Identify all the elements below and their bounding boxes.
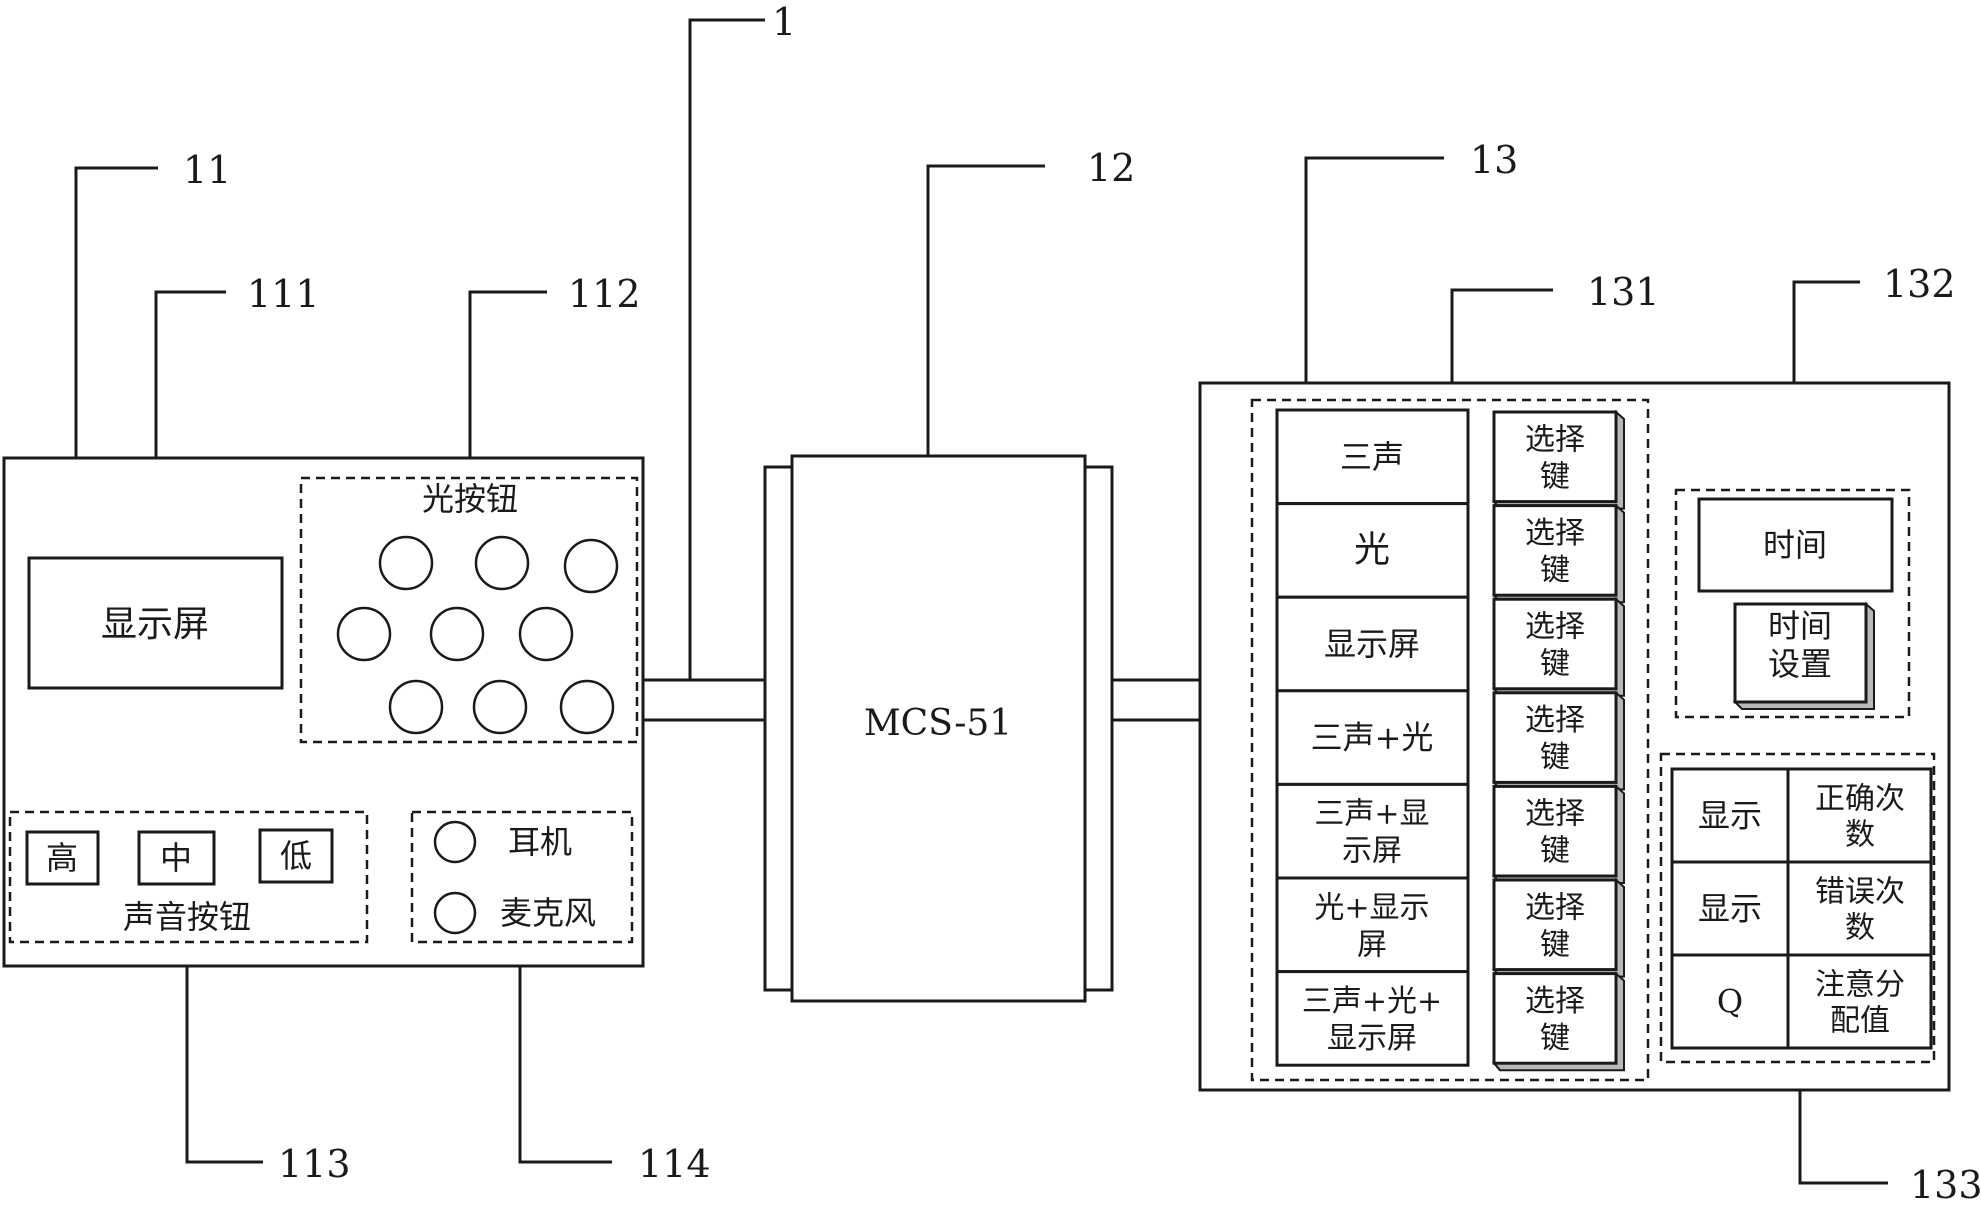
select-key-label: 键 — [1540, 647, 1570, 682]
select-key-label: 选择 — [1525, 516, 1585, 551]
ref-label-11: 11 — [183, 148, 231, 192]
select-key-label: 选择 — [1525, 797, 1585, 832]
ref-label-111: 111 — [247, 272, 320, 316]
result-field-value: 数 — [1845, 818, 1875, 853]
training-panel: 三声选择键光选择键显示屏选择键三声+光选择键三声+显示屏选择键光+显示屏选择键三… — [1200, 383, 1949, 1090]
mode-option-label: 三声+显 — [1314, 797, 1429, 832]
ref-label-132: 132 — [1883, 262, 1956, 306]
input-device: 显示屏 光按钮 高 中 低 声音按钮 耳机 麦克风 — [4, 458, 643, 966]
controller-chip: MCS-51 — [765, 456, 1112, 1001]
result-field-value: 正确次 — [1815, 782, 1905, 817]
leader-13: 13 — [1306, 138, 1518, 383]
sound-button-mid-label: 中 — [160, 839, 192, 877]
ref-label-1: 1 — [772, 0, 796, 44]
light-buttons-label: 光按钮 — [422, 480, 518, 518]
result-field-value: 错误次 — [1815, 875, 1905, 910]
sound-buttons-label: 声音按钮 — [123, 898, 251, 936]
time-setting-key-label-line1: 时间 — [1768, 607, 1832, 645]
mode-option-label: 三声 — [1340, 438, 1404, 476]
time-setting-key-label-line2: 设置 — [1768, 645, 1832, 683]
ref-label-13: 13 — [1470, 138, 1518, 182]
select-key-label: 键 — [1540, 1021, 1570, 1056]
leader-11: 11 — [76, 148, 231, 458]
select-key-label: 键 — [1540, 740, 1570, 775]
select-key-label: 键 — [1540, 459, 1570, 494]
select-key-label: 选择 — [1525, 422, 1585, 457]
mode-option-label: 光+显示 — [1314, 890, 1429, 925]
sound-button-low-label: 低 — [280, 837, 312, 875]
input-device-housing — [4, 458, 643, 966]
mode-option-label: 显示屏 — [1324, 625, 1420, 663]
mode-option-label: 光 — [1354, 529, 1390, 570]
time-display-label: 时间 — [1763, 526, 1827, 564]
result-field-label: 显示 — [1698, 890, 1762, 928]
microphone-label: 麦克风 — [500, 894, 596, 932]
chip-pin-strip-right — [1085, 467, 1112, 990]
sound-button-high-label: 高 — [46, 839, 78, 877]
result-field-label: Q — [1717, 983, 1743, 1021]
leader-131: 131 — [1452, 270, 1660, 400]
bus-right — [1112, 680, 1200, 720]
result-field-value: 数 — [1845, 911, 1875, 946]
select-key-label: 选择 — [1525, 610, 1585, 645]
result-field-label: 显示 — [1698, 797, 1762, 835]
display-screen-label: 显示屏 — [101, 604, 209, 645]
mode-option-label: 示屏 — [1342, 834, 1402, 869]
ref-label-133: 133 — [1910, 1163, 1981, 1207]
mode-option-label: 屏 — [1357, 927, 1387, 962]
leader-114: 114 — [520, 942, 711, 1186]
earphone-label: 耳机 — [508, 823, 572, 861]
mode-option-label: 三声+光+ — [1302, 984, 1442, 1019]
ref-label-131: 131 — [1587, 270, 1660, 314]
ref-label-114: 114 — [638, 1142, 711, 1186]
ref-label-112: 112 — [568, 272, 641, 316]
chip-pin-strip-left — [765, 467, 792, 990]
select-key-label: 键 — [1540, 927, 1570, 962]
chip-label: MCS-51 — [864, 703, 1012, 744]
select-key-label: 选择 — [1525, 703, 1585, 738]
mode-option-label: 三声+光 — [1311, 719, 1434, 757]
ref-label-12: 12 — [1087, 146, 1135, 190]
select-key-label: 选择 — [1525, 890, 1585, 925]
leader-12: 12 — [928, 146, 1135, 456]
leader-113: 113 — [187, 942, 351, 1186]
result-field-value: 注意分 — [1815, 968, 1905, 1003]
ref-label-113: 113 — [278, 1142, 351, 1186]
leader-112: 112 — [470, 272, 641, 478]
mode-option-label: 显示屏 — [1327, 1021, 1417, 1056]
select-key-label: 键 — [1540, 553, 1570, 588]
result-field-value: 配值 — [1830, 1004, 1890, 1039]
select-key-label: 选择 — [1525, 984, 1585, 1019]
bus-left — [643, 680, 765, 720]
select-key-label: 键 — [1540, 834, 1570, 869]
mode-rows: 三声选择键光选择键显示屏选择键三声+光选择键三声+显示屏选择键光+显示屏选择键三… — [1277, 410, 1624, 1070]
